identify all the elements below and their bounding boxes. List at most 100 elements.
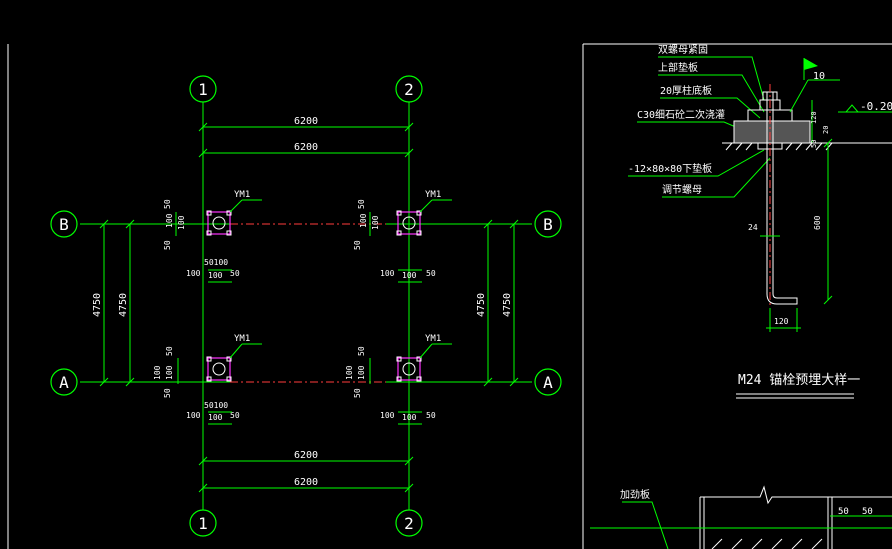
detail-title: M24 锚栓预埋大样一 bbox=[738, 373, 860, 388]
base-plate bbox=[397, 211, 421, 235]
dim-text: 100 bbox=[153, 365, 162, 380]
dim-text: 50 bbox=[353, 388, 362, 398]
axis-label-a-left: A bbox=[59, 373, 69, 392]
dim-text: 50 bbox=[357, 199, 366, 209]
callout-double-nut: 双螺母紧固 bbox=[658, 44, 708, 56]
dim-text: 50 bbox=[230, 411, 240, 420]
anchor-detail: 双螺母紧固 上部垫板 20厚柱底板 C30细石砼二次浇灌 -12×80×80下垫… bbox=[628, 44, 892, 399]
axis-bubble-b-left bbox=[50, 210, 78, 238]
dim-text: 100 bbox=[359, 213, 368, 228]
column-mark-text: YM1 bbox=[425, 190, 441, 200]
column-mark-text: YM1 bbox=[234, 190, 250, 200]
axis-bubble-2-top bbox=[395, 75, 423, 103]
dim-width-top: 6200 6200 bbox=[198, 116, 414, 158]
dim-text: 50 bbox=[426, 269, 436, 278]
axis-bubble-a-right bbox=[534, 368, 562, 396]
dim-text: 50 bbox=[163, 240, 172, 250]
dim-text: 100 bbox=[402, 413, 417, 422]
base-plate bbox=[397, 357, 421, 381]
dim-text: 20 bbox=[822, 126, 830, 134]
axis-label-b-left: B bbox=[59, 215, 69, 234]
column-section bbox=[402, 216, 416, 230]
axis-label-a-right: A bbox=[543, 373, 553, 392]
dim-bottom-text: 120 bbox=[774, 317, 789, 326]
callout-grout: C30细石砼二次浇灌 bbox=[637, 108, 725, 121]
dim-text: 100 bbox=[208, 413, 223, 422]
column-b2: YM1 50 100 100 50 100 100 50 bbox=[353, 190, 452, 283]
dim-text: 50 bbox=[353, 240, 362, 250]
axis-bubble-1-bottom bbox=[189, 509, 217, 537]
dim-width-bottom-inner-text: 6200 bbox=[294, 450, 318, 461]
dim-width-bottom-outer-text: 6200 bbox=[294, 477, 318, 488]
column-a2: YM1 50 100 100 50 100 100 50 bbox=[345, 334, 452, 425]
stiffener-label: 加劲板 bbox=[620, 488, 650, 501]
dim-600-text: 600 bbox=[813, 215, 822, 230]
column-b1: YM1 50 100 100 50 50100 100 100 50 bbox=[163, 190, 262, 283]
callout-lower-washer: -12×80×80下垫板 bbox=[628, 162, 712, 175]
axis-bubble-1-top bbox=[189, 75, 217, 103]
dim-text: 100 bbox=[380, 411, 395, 420]
dim-width-bottom: 6200 6200 bbox=[198, 450, 414, 493]
dim-height-left-inner-text: 4750 bbox=[118, 293, 129, 317]
dim-height-right: 4750 4750 bbox=[476, 219, 519, 387]
dim-text: 100 bbox=[177, 215, 186, 230]
dim-text: 50100 bbox=[204, 258, 228, 267]
column-a1: YM1 50 100 100 50 50100 100 100 50 bbox=[153, 334, 262, 425]
dim-height-left: 4750 4750 bbox=[92, 219, 135, 387]
base-plate bbox=[207, 211, 231, 235]
elevation-text: -0.20 bbox=[860, 100, 892, 113]
dim-text: 50 bbox=[163, 199, 172, 209]
dim-width-inner-text: 6200 bbox=[294, 142, 318, 153]
dim-text: 100 bbox=[345, 365, 354, 380]
axis-bubble-b-right bbox=[534, 210, 562, 238]
dim-text: 50100 bbox=[204, 401, 228, 410]
callout-upper-washer: 上部垫板 bbox=[658, 61, 698, 74]
column-section bbox=[212, 362, 226, 376]
axis-label-2-top: 2 bbox=[404, 80, 414, 99]
column-mark-text: YM1 bbox=[234, 334, 250, 344]
axis-bubble-2-bottom bbox=[395, 509, 423, 537]
callout-base-plate: 20厚柱底板 bbox=[660, 84, 712, 97]
dim-text: 100 bbox=[208, 271, 223, 280]
dim-text: 50 bbox=[810, 140, 818, 148]
dim-text: 50 bbox=[357, 346, 366, 356]
dim-text: 100 bbox=[357, 365, 366, 380]
axis-label-1-bottom: 1 bbox=[198, 514, 208, 533]
dim-height-right-outer-text: 4750 bbox=[502, 293, 513, 317]
dim-text: 100 bbox=[186, 269, 201, 278]
dim-text: 50 bbox=[862, 507, 873, 517]
callout-leveling-nut: 调节螺母 bbox=[662, 184, 702, 196]
axis-bubble-a-left bbox=[50, 368, 78, 396]
weld-flag bbox=[804, 58, 818, 70]
base-plate bbox=[207, 357, 231, 381]
break-line bbox=[700, 485, 892, 505]
plan-view: 1 2 1 2 B B A A 6200 6200 bbox=[50, 75, 562, 537]
column-section bbox=[212, 216, 226, 230]
axis-label-1-top: 1 bbox=[198, 80, 208, 99]
dim-text: 120 bbox=[810, 111, 818, 124]
dim-text: 100 bbox=[380, 269, 395, 278]
dim-text: 100 bbox=[165, 213, 174, 228]
column-section bbox=[402, 362, 416, 376]
dim-height-left-outer-text: 4750 bbox=[92, 293, 103, 317]
dim-width-outer-text: 6200 bbox=[294, 116, 318, 127]
axis-label-b-right: B bbox=[543, 215, 553, 234]
weld-size-text: 10 bbox=[813, 71, 825, 82]
dim-24-text: 24 bbox=[748, 223, 758, 232]
dim-text: 50 bbox=[838, 507, 849, 517]
dim-text: 100 bbox=[371, 215, 380, 230]
dim-text: 100 bbox=[186, 411, 201, 420]
dim-text: 100 bbox=[165, 365, 174, 380]
stiffener-detail: 加劲板 50 50 bbox=[590, 485, 892, 549]
bolt-hook bbox=[766, 293, 798, 305]
grout-layer bbox=[733, 120, 811, 144]
dim-text: 50 bbox=[426, 411, 436, 420]
dim-text: 50 bbox=[163, 388, 172, 398]
dim-height-right-inner-text: 4750 bbox=[476, 293, 487, 317]
axis-label-2-bottom: 2 bbox=[404, 514, 414, 533]
dim-text: 50 bbox=[230, 269, 240, 278]
column-mark-text: YM1 bbox=[425, 334, 441, 344]
dim-text: 50 bbox=[165, 346, 174, 356]
dim-text: 100 bbox=[402, 271, 417, 280]
